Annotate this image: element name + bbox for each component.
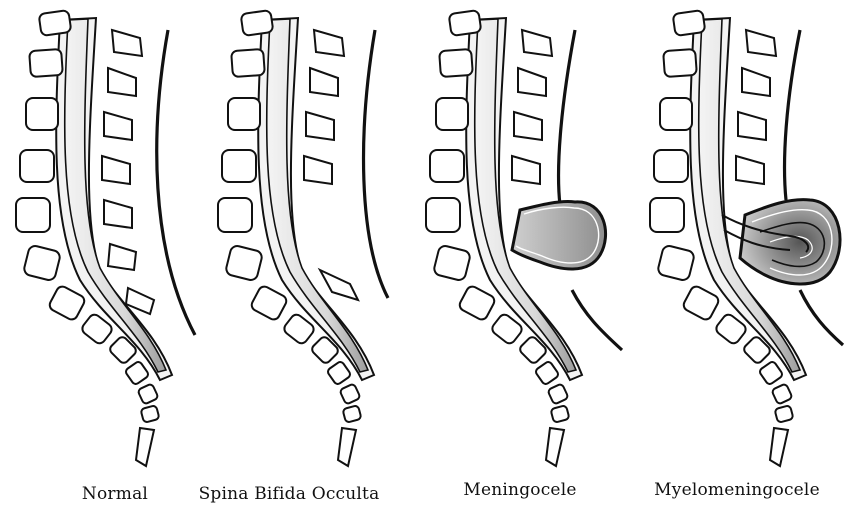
- skin-line-lower: [800, 290, 843, 345]
- panel-normal: [16, 10, 195, 466]
- spinous-processes: [512, 30, 552, 184]
- label-myelomeningocele: Myelomeningocele: [654, 480, 820, 500]
- spinous-processes: [736, 30, 776, 184]
- skin-line-lower: [572, 290, 622, 350]
- meningeal-sac: [512, 202, 606, 269]
- label-meningocele: Meningocele: [463, 480, 576, 500]
- label-normal: Normal: [82, 484, 148, 504]
- skin-line: [364, 30, 388, 298]
- label-spina-bifida-occulta: Spina Bifida Occulta: [199, 484, 380, 504]
- spinous-processes: [102, 30, 154, 314]
- panel-myelomeningocele: [650, 10, 843, 466]
- panel-spina-bifida-occulta: [218, 10, 388, 466]
- spinous-processes: [304, 30, 358, 300]
- panel-meningocele: [426, 10, 622, 466]
- skin-line: [559, 30, 575, 205]
- skin-line: [785, 30, 800, 200]
- skin-line: [157, 30, 195, 335]
